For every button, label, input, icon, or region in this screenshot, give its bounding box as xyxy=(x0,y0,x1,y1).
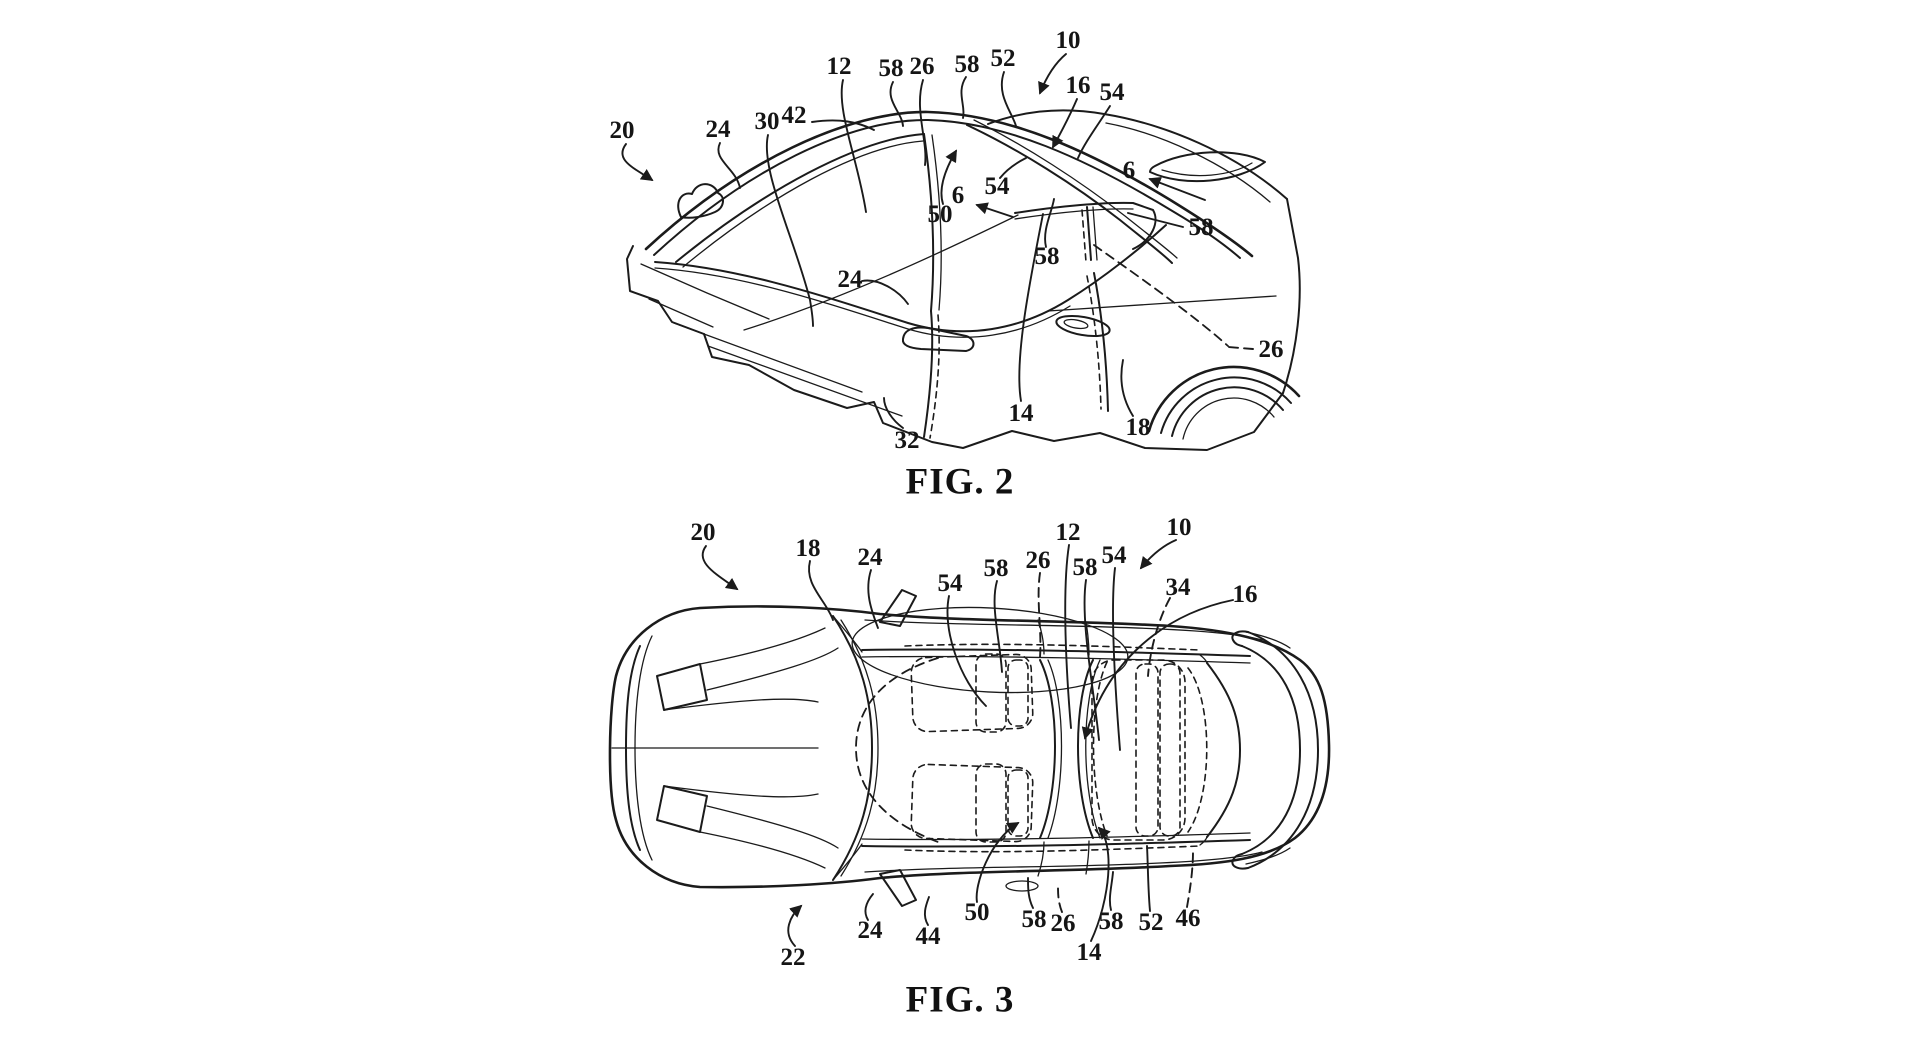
fig3-car-top-view-drawing xyxy=(608,539,1331,947)
fig2-caption: FIG. 2 xyxy=(905,461,1015,503)
fig3-caption: FIG. 3 xyxy=(905,979,1015,1021)
fig2-car-perspective-drawing xyxy=(621,53,1301,451)
